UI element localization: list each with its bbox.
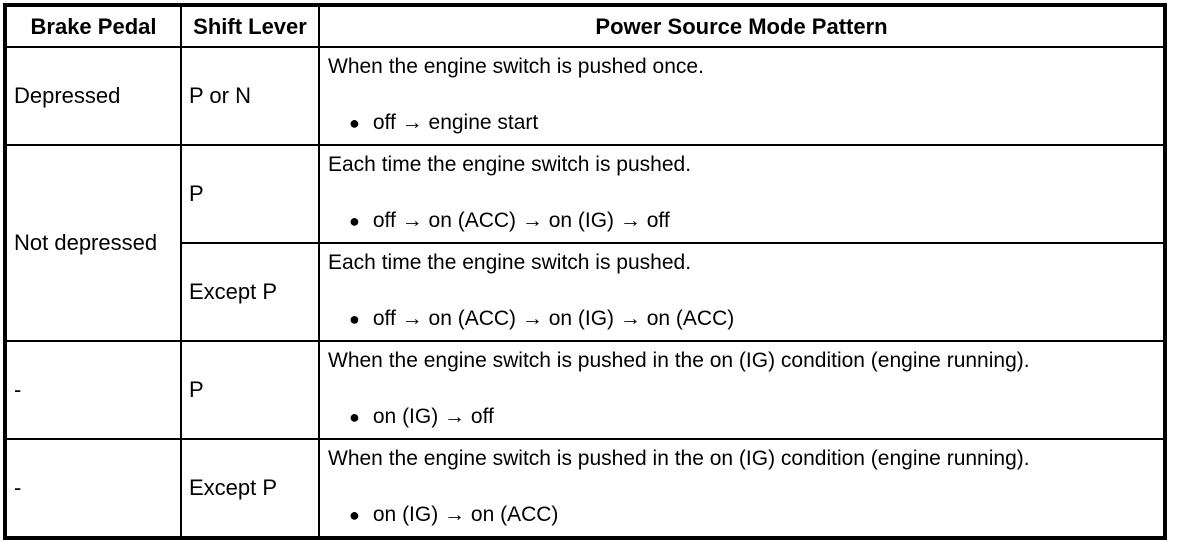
table-row: Depressed P or N When the engine switch … (4, 46, 1166, 146)
cell-shift-lever: P (180, 340, 320, 440)
pattern-sequence-text: off → engine start (372, 111, 539, 134)
cell-pattern: Each time the engine switch is pushed. ●… (318, 144, 1166, 244)
pattern-sequence: ● off → on (ACC) → on (IG) → on (ACC) (328, 306, 1157, 332)
cell-pattern: When the engine switch is pushed once. ●… (318, 46, 1166, 146)
cell-brake-pedal: Not depressed (4, 144, 182, 342)
column-header-pattern: Power Source Mode Pattern (318, 4, 1166, 48)
pattern-sequence-text: off → on (ACC) → on (IG) → off (372, 209, 670, 232)
pattern-sequence: ● on (IG) → on (ACC) (328, 502, 1157, 528)
pattern-description: When the engine switch is pushed in the … (328, 349, 1030, 372)
table-row: - Except P When the engine switch is pus… (4, 438, 1166, 539)
bullet-icon: ● (349, 505, 360, 525)
pattern-sequence-text: on (IG) → on (ACC) (372, 503, 559, 526)
column-header-shift-lever: Shift Lever (180, 4, 320, 48)
table-row: Not depressed P Each time the engine swi… (4, 144, 1166, 342)
table-row: - P When the engine switch is pushed in … (4, 340, 1166, 440)
pattern-sequence-text: on (IG) → off (372, 405, 494, 428)
pattern-sequence: ● off → engine start (328, 110, 1157, 136)
bullet-icon: ● (349, 407, 360, 427)
pattern-description: Each time the engine switch is pushed. (328, 251, 692, 274)
cell-brake-pedal: - (4, 438, 182, 539)
pattern-description: When the engine switch is pushed once. (328, 55, 704, 78)
cell-pattern: When the engine switch is pushed in the … (318, 340, 1166, 440)
pattern-description: Each time the engine switch is pushed. (328, 153, 692, 176)
header-row: Brake Pedal Shift Lever Power Source Mod… (4, 4, 1166, 48)
table-row: Except P Each time the engine switch is … (5, 242, 1166, 342)
bullet-icon: ● (349, 113, 360, 133)
cell-brake-pedal: - (4, 340, 182, 440)
bullet-icon: ● (349, 211, 360, 231)
pattern-sequence-text: off → on (ACC) → on (IG) → on (ACC) (372, 307, 735, 330)
cell-brake-pedal: Depressed (4, 46, 182, 146)
bullet-icon: ● (349, 309, 360, 329)
pattern-sequence: ● on (IG) → off (328, 404, 1157, 430)
cell-shift-lever: P or N (180, 46, 320, 146)
pattern-description: When the engine switch is pushed in the … (328, 447, 1030, 470)
cell-pattern: Each time the engine switch is pushed. ●… (318, 242, 1166, 342)
cell-shift-lever: P (180, 144, 320, 244)
cell-shift-lever: Except P (180, 242, 320, 342)
column-header-brake-pedal: Brake Pedal (4, 4, 182, 48)
cell-shift-lever: Except P (180, 438, 320, 539)
pattern-sequence: ● off → on (ACC) → on (IG) → off (328, 208, 1157, 234)
power-source-mode-table: Brake Pedal Shift Lever Power Source Mod… (3, 3, 1167, 540)
cell-pattern: When the engine switch is pushed in the … (318, 438, 1166, 539)
